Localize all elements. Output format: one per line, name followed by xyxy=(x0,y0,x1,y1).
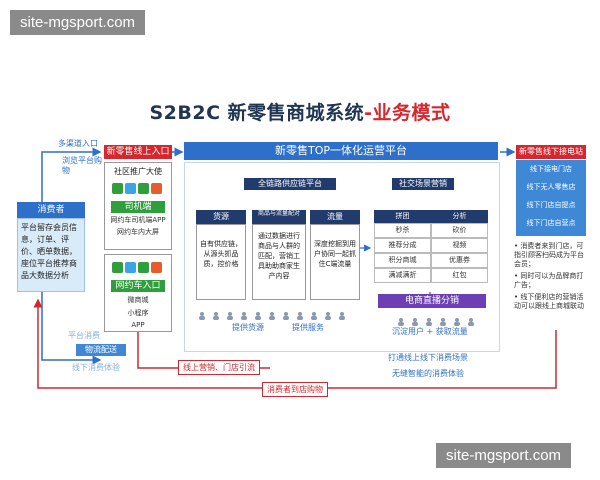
qq-icon xyxy=(125,262,136,273)
car-screen-label: 网约车内大屏 xyxy=(117,228,159,236)
offline-item-1[interactable]: 线下无人零售店 xyxy=(526,183,576,191)
offline-bullet-1: • 同时可以为品牌商打广告； xyxy=(514,272,584,289)
provide-service: 提供服务 xyxy=(292,323,324,332)
supply-header: 全链路供应链平台 xyxy=(244,178,336,190)
offline-item-0[interactable]: 线下接电门店 xyxy=(530,165,572,173)
online-item-1[interactable]: 小程序 xyxy=(127,309,149,317)
title-highlight: -业务模式 xyxy=(364,102,451,124)
supply-col-0: 货源 自有供应链，从源头抓品质，控价格 xyxy=(196,210,246,300)
bottom-flow-2: 无缝智能的消费体验 xyxy=(392,369,464,378)
supply-desc-1: 通过数据进行商品与人群的匹配，营销工具助助商家生产内容 xyxy=(252,224,306,300)
supply-desc-2: 深度挖掘到用户协同一起抓住C端流量 xyxy=(310,224,360,300)
social-cell: 秒杀 xyxy=(374,223,431,238)
live-people xyxy=(396,312,476,326)
people-icons xyxy=(196,306,360,320)
supply-col-title-2: 流量 xyxy=(310,210,360,224)
online-marketing-label: 线上营销、门店引流 xyxy=(178,360,260,375)
consumer-to-store-label: 消费者到店购物 xyxy=(262,382,328,397)
wechat-icon xyxy=(112,262,123,273)
online-entry-header: 新零售线上入口 xyxy=(104,145,172,159)
driver-button[interactable]: 司机端 xyxy=(111,201,165,213)
supply-col-title-0: 货源 xyxy=(196,210,246,224)
qq-icon xyxy=(125,183,136,194)
social-cell: 优惠券 xyxy=(431,253,488,268)
moments-icon xyxy=(138,262,149,273)
offline-bullet-text-1: 同时可以为品牌商打广告； xyxy=(514,272,584,289)
social-header: 社交场景营销 xyxy=(392,178,454,190)
platform-header: 新零售TOP一体化运营平台 xyxy=(184,142,498,160)
social-col-title-1: 分析 xyxy=(431,210,488,223)
weibo-icon xyxy=(151,183,162,194)
social-cell: 砍价 xyxy=(431,223,488,238)
people-icon-row xyxy=(199,312,345,320)
online-item-2[interactable]: APP xyxy=(131,321,145,329)
live-people-icons xyxy=(398,318,474,326)
social-cell: 红包 xyxy=(431,268,488,283)
social-cell: 积分商城 xyxy=(374,253,431,268)
driver-app-label: 网约车司机端APP xyxy=(110,216,166,224)
community-box: 社区推广大使 司机端 网约车司机端APP 网约车内大屏 xyxy=(104,162,172,250)
social-col-title-0: 拼团 xyxy=(374,210,431,223)
offline-list: 线下接电门店 线下无人零售店 线下门店自提点 线下门店自营点 xyxy=(516,160,586,236)
offline-item-2[interactable]: 线下门店自提点 xyxy=(526,201,576,209)
network-box: 网约车入口 微商城 小程序 APP xyxy=(104,254,172,332)
offline-bullet-2: • 线下便利店的营销活动可以跟线上商城联动 xyxy=(514,293,584,310)
social-cell: 视频 xyxy=(431,238,488,253)
flow-logistics: 物流配送 xyxy=(76,344,126,356)
network-header[interactable]: 网约车入口 xyxy=(111,280,165,292)
offline-header: 新零售线下接电站 xyxy=(516,145,586,159)
offline-bullets: • 消费者来到门店，可指引顾客扫码成为平台会员； • 同时可以为品牌商打广告； … xyxy=(514,242,590,311)
consumer-header: 消费者 xyxy=(17,202,85,218)
flow-platform-consume: 平台消费 xyxy=(68,331,100,340)
live-header: 电商直播分销 xyxy=(378,294,486,308)
supply-desc-0: 自有供应链，从源头抓品质，控价格 xyxy=(196,224,246,300)
social-cell: 推荐分成 xyxy=(374,238,431,253)
watermark-bottom: site-mgsport.com xyxy=(436,443,572,468)
page-title: S2B2C 新零售商城系统-业务模式 xyxy=(0,98,600,125)
title-main: S2B2C 新零售商城系统 xyxy=(149,102,365,124)
watermark-top: site-mgsport.com xyxy=(10,10,146,35)
network-icons xyxy=(105,258,171,277)
platform-body xyxy=(184,162,500,352)
community-icons xyxy=(105,179,171,198)
flow-browse: 浏览平台购物 xyxy=(62,156,102,175)
moments-icon xyxy=(138,183,149,194)
wechat-icon xyxy=(112,183,123,194)
offline-bullet-text-0: 消费者来到门店，可指引顾客扫码成为平台会员； xyxy=(514,242,584,268)
online-item-0[interactable]: 微商城 xyxy=(127,296,149,304)
supply-col-1: 商品与流量配对 通过数据进行商品与人群的匹配，营销工具助助商家生产内容 xyxy=(252,210,306,300)
supply-col-title-1: 商品与流量配对 xyxy=(252,210,306,224)
live-flow: 沉淀用户 + 获取流量 xyxy=(392,327,468,336)
social-grid: 拼团 分析 秒杀砍价 推荐分成视频 积分商城优惠券 满减满折红包 xyxy=(374,210,488,283)
social-cell: 满减满折 xyxy=(374,268,431,283)
supply-col-2: 流量 深度挖掘到用户协同一起抓住C端流量 xyxy=(310,210,360,300)
offline-item-3[interactable]: 线下门店自营点 xyxy=(526,219,576,227)
bottom-flow-1: 打通线上线下消费场景 xyxy=(388,353,468,362)
weibo-icon xyxy=(151,262,162,273)
offline-bullet-0: • 消费者来到门店，可指引顾客扫码成为平台会员； xyxy=(514,242,584,268)
offline-bullet-text-2: 线下便利店的营销活动可以跟线上商城联动 xyxy=(514,293,584,310)
flow-multichannel: 多渠道入口 xyxy=(58,139,98,148)
community-title: 社区推广大使 xyxy=(114,167,162,176)
flow-offline-experience: 线下消费体验 xyxy=(72,363,120,372)
consumer-desc: 平台留存会员信息，订单、评价、晒单数据，座位平台推荐商品大数据分析 xyxy=(17,218,85,292)
provide-goods: 提供货源 xyxy=(232,323,264,332)
